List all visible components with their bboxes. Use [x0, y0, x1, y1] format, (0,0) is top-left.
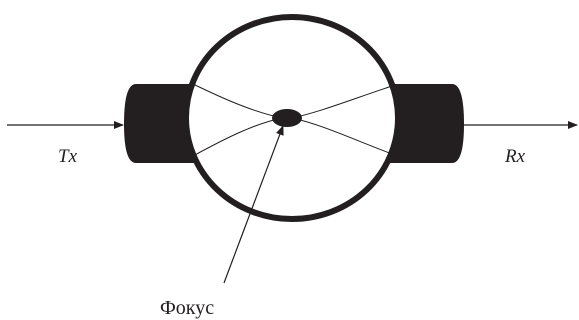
receiver-label: Rx: [504, 146, 526, 167]
transmitter-label: Tx: [58, 146, 78, 167]
focus-spot: [272, 109, 302, 127]
focus-label: Фокус: [160, 297, 214, 319]
